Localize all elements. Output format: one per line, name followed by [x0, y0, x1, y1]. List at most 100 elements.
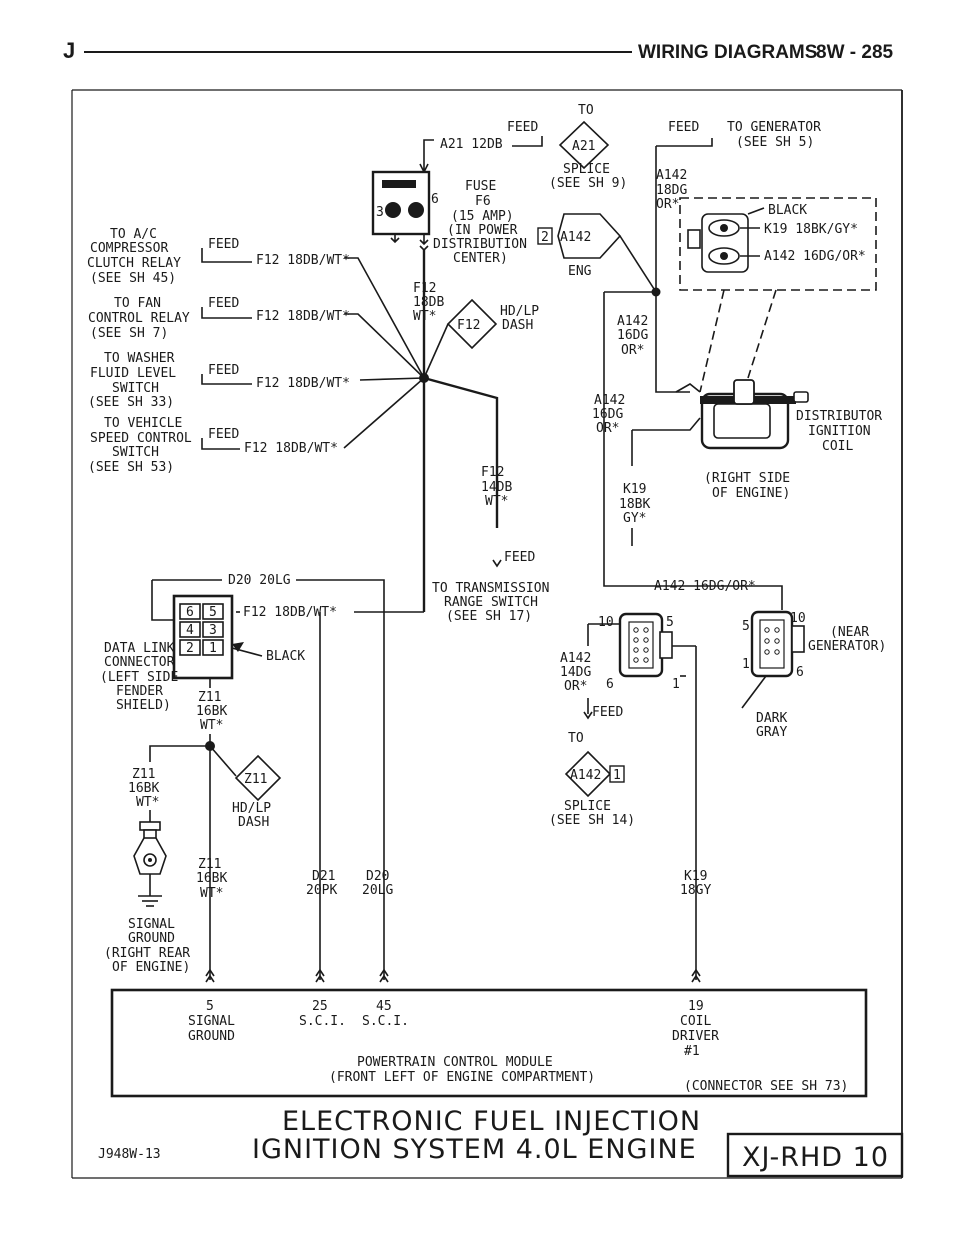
coil-connector-box: BLACK K19 18BK/GY* A142 16DG/OR* — [679, 197, 877, 393]
a142d-2: 16DG — [592, 407, 623, 422]
dl-1: DATA LINK — [104, 641, 175, 656]
header-letter: J — [63, 38, 75, 63]
page-header: J WIRING DIAGRAMS 8W - 285 — [63, 38, 894, 63]
ar-to: TO — [568, 731, 584, 746]
f12t-3: WT* — [485, 494, 508, 509]
footer-badge: XJ-RHD 10 — [742, 1142, 889, 1173]
pcm-pin45: 45 — [376, 999, 392, 1014]
ar-wire: A142 16DG/OR* — [654, 579, 756, 594]
f12t-feed: FEED — [504, 550, 535, 565]
feed-speed-3: SWITCH — [112, 445, 159, 460]
z11l-1: Z11 — [132, 767, 155, 782]
z11l-2: 16BK — [128, 781, 159, 796]
fuse-line1: FUSE — [465, 179, 496, 194]
left-feed-speed: TO VEHICLE SPEED CONTROL SWITCH (SEE SH … — [88, 377, 425, 475]
z11b-3: WT* — [200, 886, 223, 901]
eng-splice-diamond — [557, 213, 622, 259]
eng-splice: 2 A142 ENG — [537, 213, 657, 293]
f12c-3: WT* — [413, 309, 436, 324]
feed-washer-3: SWITCH — [112, 381, 159, 396]
dist-2: IGNITION — [808, 424, 871, 439]
z11-hdlp-2: DASH — [238, 815, 269, 830]
feed-washer-wire: F12 18DB/WT* — [256, 376, 350, 391]
pcm-wires: D21 20PK D20 20LG K19 18GY — [205, 869, 711, 983]
footer-title1: ELECTRONIC FUEL INJECTION — [282, 1106, 701, 1137]
gen-see: (SEE SH 5) — [736, 135, 814, 150]
w-k19-1: K19 — [684, 869, 707, 884]
w-d21-2: 20PK — [306, 883, 337, 898]
footer-code: J948W-13 — [98, 1147, 161, 1162]
cl-pin1: 1 — [672, 677, 680, 692]
ground-symbol-icon — [138, 895, 162, 907]
f12t-2: 14DB — [481, 480, 512, 495]
feed-speed-4: (SEE SH 53) — [88, 460, 174, 475]
feed-speed-wire: F12 18DB/WT* — [244, 441, 338, 456]
distributor-coil: A142 16DG OR* DISTRIBUTOR IGNITION COIL … — [592, 379, 882, 546]
ground-section: Z11 HD/LP DASH Z11 16BK WT* SIGNAL GROUN… — [104, 741, 282, 975]
header-page: 8W - 285 — [816, 42, 894, 63]
cr-pin1: 1 — [742, 657, 750, 672]
feed-washer-feed: FEED — [208, 363, 239, 378]
a21-splice-diamond — [558, 120, 610, 170]
a142d-1: A142 — [594, 393, 625, 408]
ar-a142-2: 14DG — [560, 665, 591, 680]
pcm-pin45-l1: S.C.I. — [362, 1014, 409, 1029]
box-k19: K19 18BK/GY* — [764, 222, 858, 237]
pcm-name-2: (FRONT LEFT OF ENGINE COMPARTMENT) — [329, 1070, 595, 1085]
feed-fan-1: TO FAN — [114, 296, 161, 311]
footer-title2: IGNITION SYSTEM 4.0L ENGINE — [252, 1134, 697, 1165]
left-feed-washer: TO WASHER FLUID LEVEL SWITCH (SEE SH 33)… — [88, 351, 425, 410]
pcm-pin25-l1: S.C.I. — [299, 1014, 346, 1029]
fuse-line4: (IN POWER — [447, 223, 518, 238]
z11-splice-diamond — [234, 754, 282, 802]
box-a142: A142 16DG/OR* — [764, 249, 866, 264]
dark-gray-2: GRAY — [756, 725, 787, 740]
sg-4: OF ENGINE) — [112, 960, 190, 975]
f12-center: F12 18DB WT* F12 HD/LP DASH — [413, 281, 539, 612]
dl-pin5: 5 — [209, 605, 217, 620]
gen-feed: FEED — [668, 120, 699, 135]
feed-washer-2: FLUID LEVEL — [90, 366, 176, 381]
z11l-3: WT* — [136, 795, 159, 810]
pcm-pin19-l2: DRIVER — [672, 1029, 719, 1044]
dist-1: DISTRIBUTOR — [796, 409, 882, 424]
f12c-2: 18DB — [413, 295, 444, 310]
dl-pin1: 1 — [209, 641, 217, 656]
near-gen-1: (NEAR — [830, 625, 869, 640]
fuse-line2: F6 — [475, 194, 491, 209]
dl-3: (LEFT SIDE — [100, 670, 178, 685]
ar-splice-2: (SEE SH 14) — [549, 813, 635, 828]
feed-speed-1: TO VEHICLE — [104, 416, 182, 431]
fuse-element-icon — [382, 180, 416, 188]
cl-pin6: 6 — [606, 677, 614, 692]
fuse-f6: 3 6 FUSE F6 (15 AMP) (IN POWER DISTRIBUT… — [371, 163, 527, 378]
pcm-pin19-l1: COIL — [680, 1014, 711, 1029]
dist-side-2: OF ENGINE) — [712, 486, 790, 501]
a21-see-sh9: (SEE SH 9) — [549, 176, 627, 191]
cr-pin5: 5 — [742, 619, 750, 634]
fuse-line5: DISTRIBUTION — [433, 237, 527, 252]
pcm-name-1: POWERTRAIN CONTROL MODULE — [357, 1055, 553, 1070]
f12-hdlp2: DASH — [502, 318, 533, 333]
feed-fan-2: CONTROL RELAY — [88, 311, 190, 326]
dl-4: FENDER — [116, 684, 163, 699]
dl-black: BLACK — [266, 649, 305, 664]
a142m-1: A142 — [617, 314, 648, 329]
z11-splice-label: Z11 — [244, 772, 267, 787]
footer: ELECTRONIC FUEL INJECTION IGNITION SYSTE… — [72, 1106, 904, 1179]
w-d20-1: D20 — [366, 869, 389, 884]
w-d20-2: 20LG — [362, 883, 393, 898]
sg-1: SIGNAL — [128, 917, 175, 932]
feed-ac-1: TO A/C — [110, 227, 157, 242]
cl-pin5: 5 — [666, 615, 674, 630]
dist-side-1: (RIGHT SIDE — [704, 471, 790, 486]
left-feed-ac: TO A/C COMPRESSOR CLUTCH RELAY (SEE SH 4… — [87, 227, 425, 379]
dark-gray-1: DARK — [756, 711, 787, 726]
gen-a142-2: 18DG — [656, 183, 687, 198]
feed-washer-1: TO WASHER — [104, 351, 175, 366]
feed-ac-wire: F12 18DB/WT* — [256, 253, 350, 268]
eng-label: ENG — [568, 264, 592, 279]
ar-feed: FEED — [592, 705, 623, 720]
dl-2: CONNECTOR — [104, 655, 175, 670]
dl-d20: D20 20LG — [228, 573, 291, 588]
